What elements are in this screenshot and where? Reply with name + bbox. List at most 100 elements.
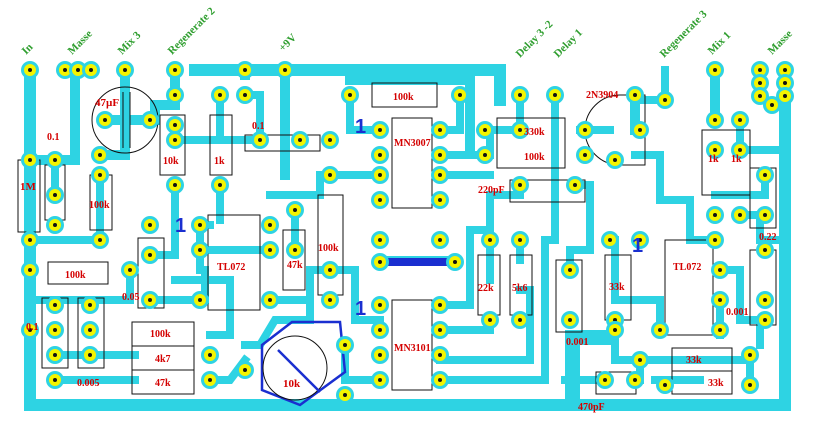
solder-pad [251, 131, 269, 149]
solder-pad [706, 206, 724, 224]
solder-pad [756, 166, 774, 184]
solder-pad [776, 87, 794, 105]
solder-pad [706, 141, 724, 159]
connector-label-delay32: Delay 3 -2 [514, 18, 556, 60]
solder-pad [371, 121, 389, 139]
solder-pad [756, 311, 774, 329]
solder-pad [451, 86, 469, 104]
solder-pad [561, 311, 579, 329]
solder-pad [711, 321, 729, 339]
solder-pad [606, 151, 624, 169]
label-r100k-horiz: 100k [65, 270, 86, 281]
solder-pad [141, 216, 159, 234]
label-c01-top: 0.1 [252, 121, 265, 132]
solder-pad [711, 261, 729, 279]
connector-label-masse-left: Masse [66, 28, 95, 57]
solder-pad [776, 61, 794, 79]
solder-pad [741, 346, 759, 364]
label-r4k7: 4k7 [155, 354, 171, 365]
solder-pad [511, 121, 529, 139]
ic-mn3007-outline [391, 117, 433, 209]
solder-pad [56, 61, 74, 79]
connector-label-plus9v: +9V [277, 32, 299, 54]
solder-pad [371, 253, 389, 271]
solder-pad [191, 241, 209, 259]
connector-label-mix3: Mix 3 [116, 29, 144, 57]
solder-pad [576, 146, 594, 164]
solder-pad [731, 206, 749, 224]
solder-pad [81, 296, 99, 314]
solder-pad [511, 231, 529, 249]
solder-pad [91, 166, 109, 184]
solder-pad [46, 186, 64, 204]
label-r47k-block: 47k [155, 378, 171, 389]
label-r1m: 1M [20, 181, 37, 193]
solder-pad [756, 206, 774, 224]
solder-pad [141, 246, 159, 264]
label-r47k-trim: 47k [287, 260, 303, 271]
pin1-marker-tl072-left: 1 [175, 215, 186, 237]
solder-pad [21, 61, 39, 79]
solder-pad [711, 291, 729, 309]
solder-pad [96, 111, 114, 129]
solder-pad [141, 291, 159, 309]
solder-pad [166, 116, 184, 134]
solder-pad [46, 321, 64, 339]
solder-pad [561, 261, 579, 279]
solder-pad [236, 361, 254, 379]
solder-pad [706, 111, 724, 129]
solder-pad [431, 231, 449, 249]
label-r100k-vert: 100k [318, 243, 339, 254]
solder-pad [431, 146, 449, 164]
solder-pad [546, 86, 564, 104]
ic-tl072-left-outline [207, 214, 261, 311]
solder-pad [321, 291, 339, 309]
solder-pad [81, 346, 99, 364]
solder-pad [286, 201, 304, 219]
label-c01-top-left: 0.1 [47, 132, 60, 143]
solder-pad [46, 371, 64, 389]
solder-pad [706, 231, 724, 249]
solder-pad [21, 321, 39, 339]
solder-pad [476, 121, 494, 139]
solder-pad [431, 191, 449, 209]
solder-pad [371, 231, 389, 249]
solder-pad [731, 111, 749, 129]
solder-pad [211, 86, 229, 104]
solder-pad [261, 291, 279, 309]
solder-pad [511, 176, 529, 194]
solder-pad [21, 151, 39, 169]
solder-pad [166, 61, 184, 79]
solder-pad [706, 61, 724, 79]
solder-pad [626, 86, 644, 104]
connector-label-in: In [20, 41, 36, 57]
solder-pad [46, 296, 64, 314]
solder-pad [81, 321, 99, 339]
label-q-2n3904: 2N3904 [586, 90, 618, 101]
solder-pad [371, 321, 389, 339]
solder-pad [431, 321, 449, 339]
label-r100k-top: 100k [393, 92, 414, 103]
solder-pad [446, 253, 464, 271]
label-c01-bottom-left: 0.1 [26, 322, 39, 333]
solder-pad [201, 371, 219, 389]
solder-pad [626, 371, 644, 389]
label-r10k: 10k [163, 156, 179, 167]
solder-pad [336, 336, 354, 354]
solder-pad [291, 131, 309, 149]
solder-pad [431, 346, 449, 364]
label-r1k-r2: 1k [731, 154, 742, 165]
solder-pad [166, 176, 184, 194]
label-r1k-a: 1k [214, 156, 225, 167]
label-ic-tl072-right: TL072 [673, 262, 701, 273]
solder-pad [191, 216, 209, 234]
solder-pad [371, 191, 389, 209]
connector-label-regenerate2: Regenerate 2 [166, 5, 218, 57]
label-r100k-block: 100k [150, 329, 171, 340]
label-pot-10k: 10k [283, 378, 301, 390]
solder-pad [121, 261, 139, 279]
label-c47uf: 47µF [95, 97, 119, 109]
label-c022: 0.22 [759, 232, 777, 243]
label-c0001-right: 0.001 [726, 307, 749, 318]
